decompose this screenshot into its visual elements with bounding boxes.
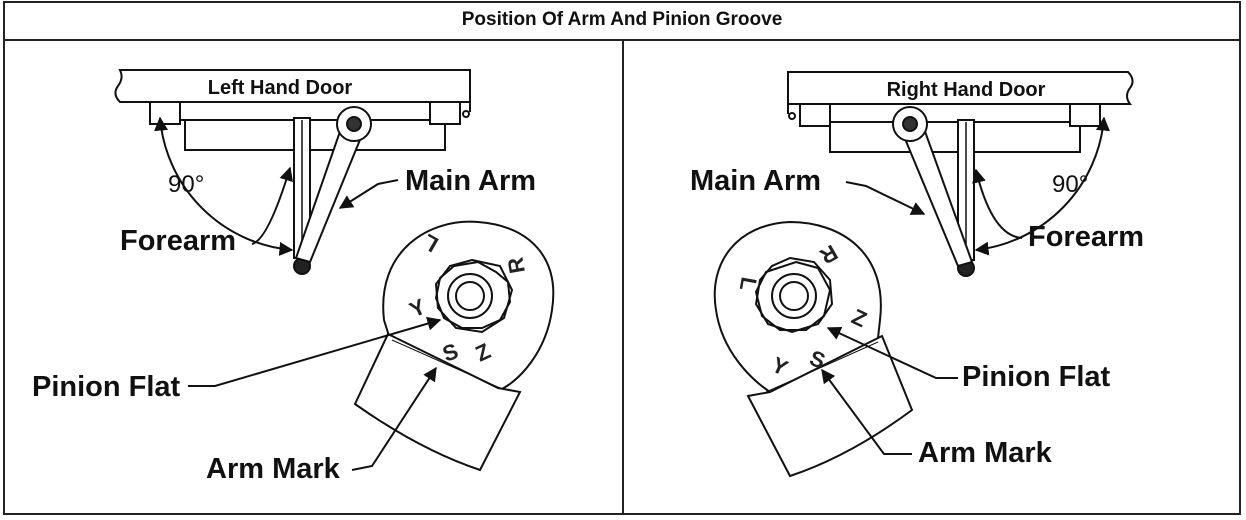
left-forearm-label: Forearm: [120, 225, 236, 257]
right-hand-door-panel: Right Hand Door 90° Main Arm Forearm: [690, 71, 1144, 478]
left-mark-r: R: [503, 255, 530, 275]
right-forearm-label: Forearm: [1028, 221, 1144, 253]
right-door-slab: [787, 71, 1134, 120]
left-90-degree-arc: [154, 116, 294, 256]
left-main-arm-leader: [338, 179, 399, 209]
right-closer-body: [799, 103, 1101, 153]
right-main-arm: [892, 106, 974, 268]
left-angle-label: 90°: [168, 171, 204, 198]
right-forearm-leader: [972, 168, 1023, 239]
right-main-arm-leader: [845, 181, 926, 215]
right-pinion-flat-leader: [826, 326, 958, 379]
diagram-title: Position Of Arm And Pinion Groove: [461, 9, 783, 30]
left-door-slab: [114, 69, 471, 118]
right-angle-label: 90°: [1052, 171, 1088, 198]
right-mark-l: L: [735, 275, 762, 293]
left-hand-door-panel: Left Hand Door 90° Main Arm Forearm: [32, 69, 555, 485]
left-pinion-flat-leader: [188, 316, 442, 387]
panel-divider: [622, 40, 624, 515]
right-90-degree-arc: [974, 116, 1110, 256]
left-door-label: Left Hand Door: [208, 77, 353, 99]
left-forearm-leader: [251, 166, 294, 245]
left-pinion-flat-label: Pinion Flat: [32, 371, 181, 403]
left-pinion-plate: [353, 220, 555, 472]
right-arm-mark-label: Arm Mark: [918, 437, 1053, 469]
right-door-label: Right Hand Door: [887, 79, 1046, 101]
left-main-arm-label: Main Arm: [405, 165, 536, 197]
right-main-arm-label: Main Arm: [690, 165, 821, 197]
left-main-arm: [294, 106, 372, 264]
left-arm-mark-leader: [351, 366, 437, 471]
right-pinion-plate: [713, 220, 914, 478]
right-arm-mark-leader: [821, 368, 912, 455]
left-arm-mark-label: Arm Mark: [206, 453, 341, 485]
right-pinion-flat-label: Pinion Flat: [962, 361, 1111, 393]
